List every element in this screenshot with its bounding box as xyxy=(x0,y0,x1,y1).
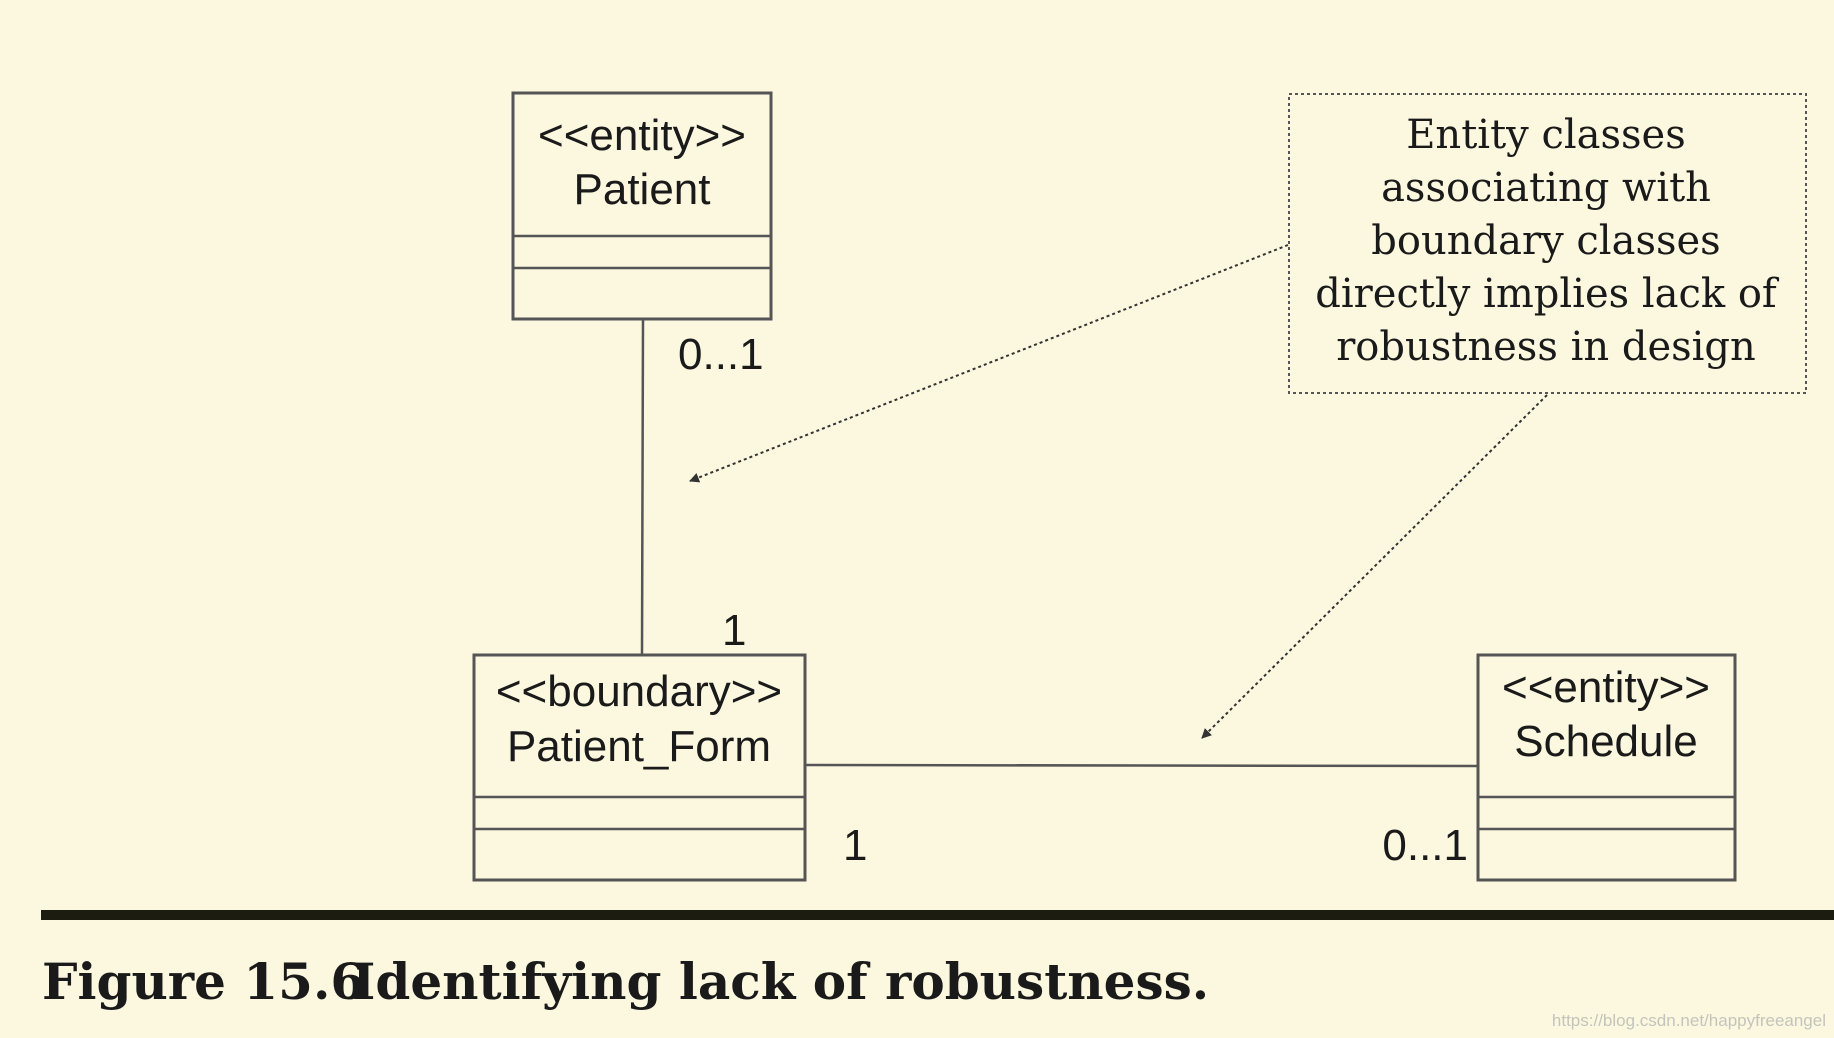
patient-stereotype: <<entity>> xyxy=(538,111,746,160)
figure-number: Figure 15.6 xyxy=(42,952,365,1011)
multiplicity-schedule-end: 0...1 xyxy=(1382,821,1468,870)
class-schedule: <<entity>> Schedule xyxy=(1476,653,1737,882)
caption-rule xyxy=(41,910,1834,920)
multiplicity-patient-end: 0...1 xyxy=(678,330,764,379)
patient-form-stereotype: <<boundary>> xyxy=(496,667,782,716)
note-line-4: directly implies lack of xyxy=(1315,271,1780,317)
note-arrow-to-patient-association xyxy=(689,244,1289,483)
multiplicity-form-top-end: 1 xyxy=(722,606,746,655)
note-box: Entity classes associating with boundary… xyxy=(1288,93,1807,394)
class-patient: <<entity>> Patient xyxy=(511,91,773,321)
note-line-2: associating with xyxy=(1381,165,1711,211)
figure-caption: Identifying lack of robustness. xyxy=(352,952,1209,1011)
multiplicity-form-right-end: 1 xyxy=(843,821,867,870)
note-line-3: boundary classes xyxy=(1371,218,1720,264)
schedule-stereotype: <<entity>> xyxy=(1502,663,1710,712)
patient-class-name: Patient xyxy=(574,165,711,214)
schedule-class-name: Schedule xyxy=(1514,717,1697,766)
association-form-schedule xyxy=(805,763,1479,768)
class-patient-form: <<boundary>> Patient_Form xyxy=(472,653,807,882)
patient-form-class-name: Patient_Form xyxy=(507,722,771,771)
note-line-5: robustness in design xyxy=(1336,324,1756,370)
note-line-1: Entity classes xyxy=(1406,112,1686,158)
note-arrow-to-schedule-association xyxy=(1201,394,1548,739)
watermark: https://blog.csdn.net/happyfreeangel xyxy=(1552,1011,1826,1030)
association-patient-form xyxy=(640,319,645,655)
